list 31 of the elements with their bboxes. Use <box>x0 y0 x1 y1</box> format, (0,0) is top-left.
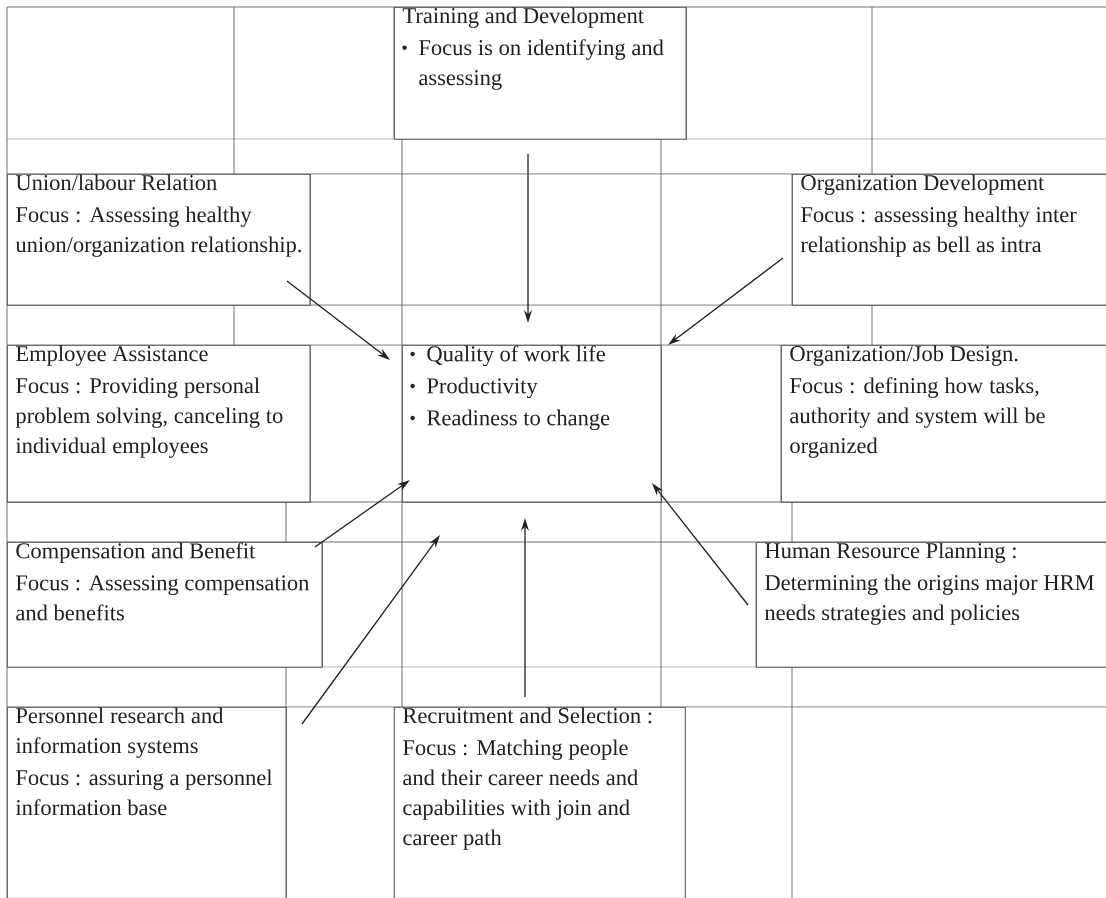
cell-text: Focus : assessing healthy inter relationship as bell as intra <box>800 206 1077 257</box>
cell-heading: Compensation and Benefit <box>16 542 256 563</box>
table-cell <box>7 542 323 668</box>
table-cell <box>7 345 311 503</box>
cell-heading: Human Resource Planning : <box>765 542 1016 563</box>
table-cell <box>756 542 1106 668</box>
table-cell <box>394 7 687 140</box>
cell-text: Focus : Assessing healthy union/organization relationship. <box>15 206 301 257</box>
table-cell <box>7 707 287 898</box>
bullet-item: Readiness to change <box>410 409 610 431</box>
cell-heading: Training and Development <box>402 7 644 28</box>
cell-heading: Personnel research and information systems <box>15 707 224 758</box>
cell-text: Focus : Matching people and their career needs and capabilities with join and career path <box>403 739 638 850</box>
cell-text: Focus : defining how tasks, authority and system will be organized <box>790 377 1045 458</box>
bullet-item: Productivity <box>410 377 538 399</box>
cell-text: Determining the origins major HRM needs strategies and policies <box>764 574 1094 625</box>
cell-heading: Employee Assistance <box>16 345 208 366</box>
table-cell <box>781 345 1106 503</box>
cell-heading: Organization/Job Design. <box>790 345 1018 366</box>
cell-heading: Organization Development <box>801 174 1045 195</box>
cell-text: Focus : Assessing compensation and benefits <box>16 575 310 621</box>
bullet-item: Quality of work life <box>410 345 605 367</box>
bullet-item: Focus is on identifying and assessing <box>402 39 664 90</box>
cell-text: Focus : Providing personal problem solving, canceling to individual employees <box>15 377 283 458</box>
cell-heading: Union/labour Relation <box>15 174 217 191</box>
table-cell <box>792 174 1106 306</box>
cell-heading: Recruitment and Selection : <box>403 707 652 724</box>
cell-text: Focus : assuring a personnel information base <box>15 769 273 816</box>
table-cell <box>402 345 662 503</box>
table-cell <box>394 707 686 898</box>
table-cell <box>7 174 311 306</box>
